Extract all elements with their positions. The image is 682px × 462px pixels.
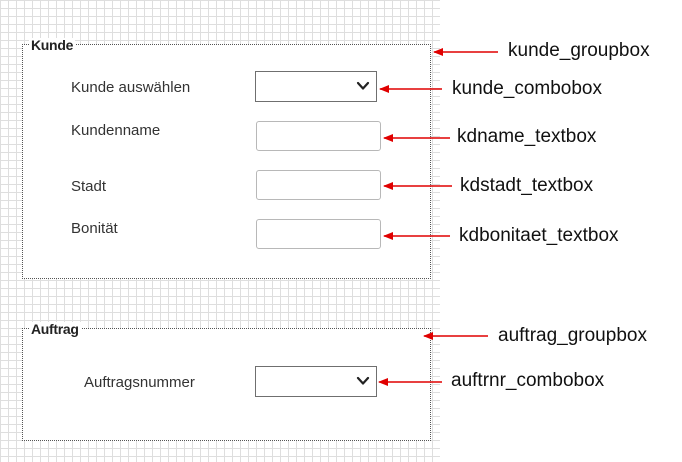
kunde-combobox[interactable] [255, 71, 377, 102]
annotation-kunde-groupbox: kunde_groupbox [508, 40, 650, 61]
chevron-down-icon [356, 376, 370, 385]
annotation-auftrnr-combobox: auftrnr_combobox [451, 370, 605, 391]
annotation-kdbonitaet-textbox: kdbonitaet_textbox [459, 225, 619, 246]
kdstadt-textbox[interactable] [256, 170, 381, 200]
kunde-auswaehlen-label: Kunde auswählen [71, 79, 191, 96]
kundenname-label: Kundenname [71, 122, 161, 139]
kunde-groupbox-title: Kunde [29, 37, 76, 53]
annotation-kunde-combobox: kunde_combobox [452, 78, 602, 99]
kdbonitaet-textbox[interactable] [256, 219, 381, 249]
auftrnr-combobox[interactable] [255, 366, 377, 397]
bonitaet-label: Bonität [71, 220, 118, 237]
auftragsnummer-label: Auftragsnummer [84, 374, 195, 391]
auftrag-groupbox-title: Auftrag [29, 321, 81, 337]
annotation-kdname-textbox: kdname_textbox [457, 126, 597, 147]
annotation-auftrag-groupbox: auftrag_groupbox [498, 325, 647, 346]
annotation-kdstadt-textbox: kdstadt_textbox [460, 175, 594, 196]
stadt-label: Stadt [71, 178, 107, 195]
chevron-down-icon [356, 81, 370, 90]
kdname-textbox[interactable] [256, 121, 381, 151]
